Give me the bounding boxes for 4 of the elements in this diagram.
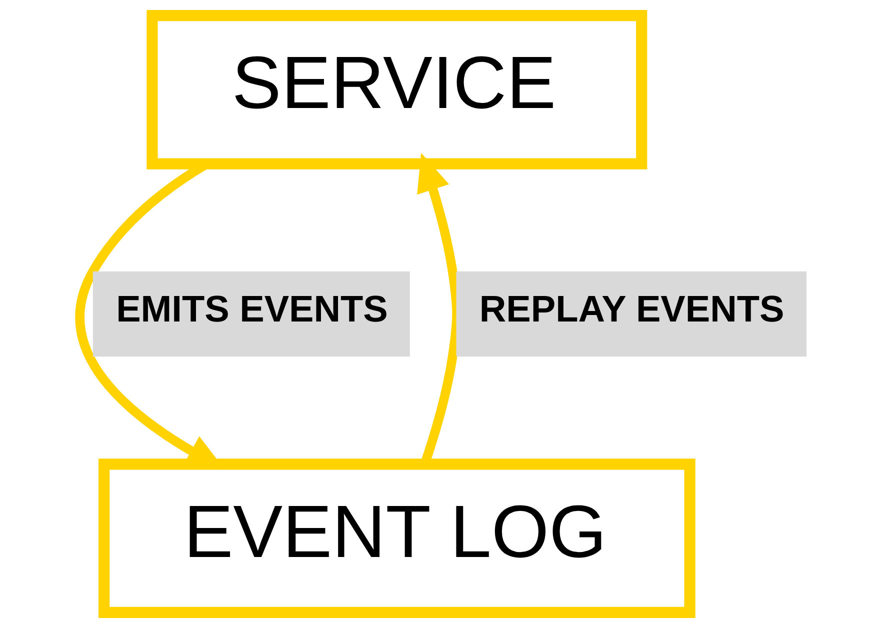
- node-box: EVENT LOG: [98, 458, 696, 618]
- edge-label: REPLAY EVENTS: [479, 287, 784, 330]
- edge-label: EMITS EVENTS: [116, 287, 388, 330]
- node-box: SERVICE: [146, 10, 648, 170]
